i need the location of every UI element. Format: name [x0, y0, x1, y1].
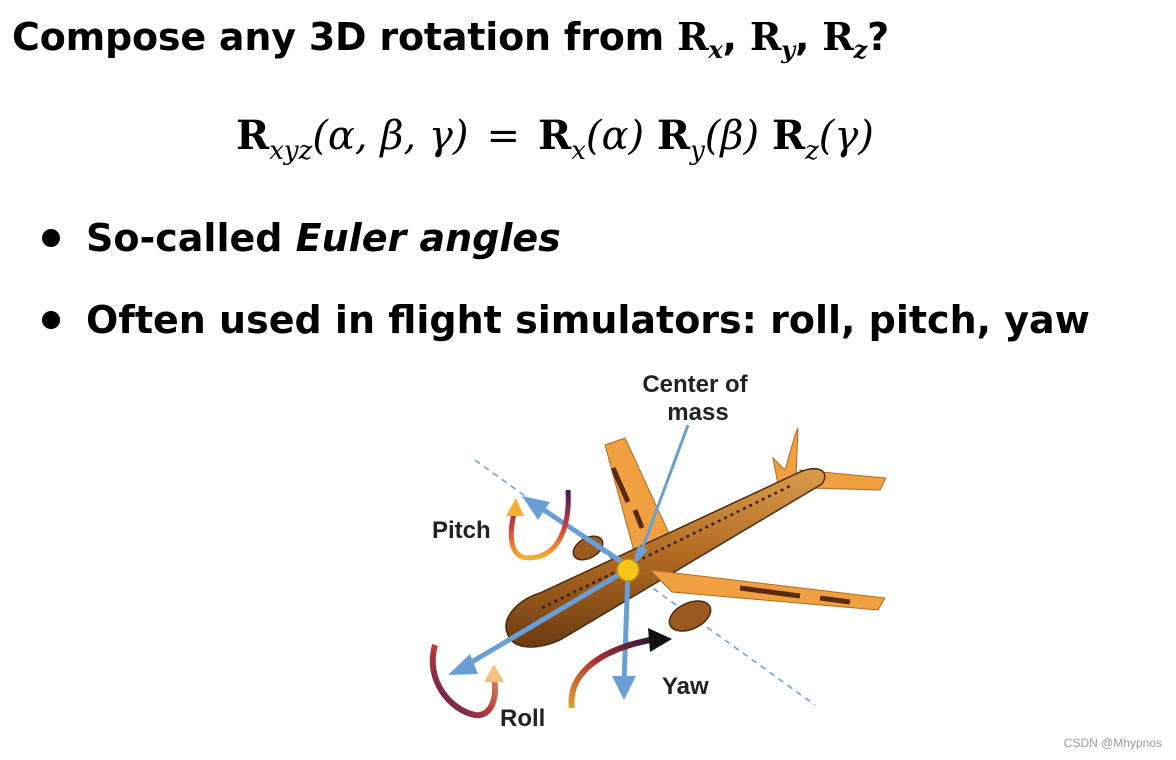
euler-equation: Rxyz(α, β, γ) = Rx(α) Ry(β) Rz(γ): [236, 112, 874, 166]
eq-lhs-sub: xyz: [269, 136, 313, 166]
bullet-item: Often used in flight simulators: roll, p…: [42, 290, 1090, 350]
eq-rx-sub: x: [571, 136, 586, 166]
roll-rotation-arrowhead: [484, 664, 504, 682]
title-prefix: Compose any 3D rotation from: [12, 15, 678, 59]
wing-stripe: [739, 585, 801, 599]
roll-rotation-arrow: [429, 644, 498, 719]
eq-rx-arg: (α): [585, 113, 645, 159]
center-of-mass-marker: [616, 558, 640, 582]
title-suffix: ?: [867, 15, 889, 59]
bullet-text: So-called: [86, 216, 296, 260]
title-ry-symbol: R: [749, 14, 782, 59]
title-rx-symbol: R: [677, 14, 709, 59]
label-pitch: Pitch: [432, 517, 491, 544]
wing-stripe: [632, 509, 645, 529]
bullet-emphasis: Euler angles: [295, 216, 561, 260]
yaw-arrowhead: [612, 676, 636, 700]
fuselage: [505, 468, 826, 648]
eq-equals: =: [486, 113, 520, 159]
eq-rz-symbol: R: [771, 112, 806, 159]
eq-lhs-args: (α, β, γ): [312, 113, 469, 159]
pitch-arrowhead: [522, 496, 550, 520]
title-comma-1: ,: [722, 15, 750, 59]
label-center-of-mass-line2: mass: [667, 399, 728, 426]
eq-lhs-symbol: R: [236, 112, 270, 159]
eq-ry-arg: (β): [704, 113, 760, 159]
bullet-dot: [42, 310, 60, 329]
wing-stripe: [610, 466, 631, 504]
eq-ry-sub: y: [690, 136, 705, 166]
eq-ry-symbol: R: [656, 112, 691, 159]
airplane-diagram: Center of mass Pitch Roll Yaw: [429, 371, 887, 732]
airplane-figure: Center of mass Pitch Roll Yaw: [410, 360, 910, 740]
title-rz-sub: z: [853, 35, 868, 64]
yaw-rotation-arrow: [568, 637, 651, 709]
eq-rx-symbol: R: [537, 112, 572, 159]
eq-rz-sub: z: [805, 136, 819, 166]
pitch-rotation-arrowhead: [506, 498, 524, 516]
label-roll: Roll: [500, 705, 545, 732]
label-center-of-mass-line1: Center of: [642, 371, 748, 398]
watermark: CSDN @Mhypnos: [1063, 736, 1162, 750]
roll-axis-arrow: [463, 571, 622, 669]
center-of-mass-pointer: [638, 424, 690, 556]
bullet-list: So-called Euler angles Often used in fli…: [42, 208, 1090, 372]
near-engine: [668, 600, 712, 632]
yaw-axis-arrow: [621, 571, 631, 683]
bullet-text: Often used in flight simulators: roll, p…: [86, 298, 1090, 342]
title-rz-symbol: R: [822, 14, 854, 59]
slide-title: Compose any 3D rotation from Rx, Ry, Rz?: [12, 14, 889, 64]
title-ry-sub: y: [781, 35, 795, 64]
label-yaw: Yaw: [662, 673, 709, 700]
title-rx-sub: x: [708, 35, 723, 64]
title-comma-2: ,: [794, 15, 823, 59]
bullet-dot: [42, 228, 60, 247]
bullet-item: So-called Euler angles: [42, 208, 1090, 268]
pitch-rotation-arrow: [508, 489, 571, 561]
roll-arrowhead: [448, 654, 478, 675]
yaw-rotation-arrowhead: [648, 628, 672, 652]
pitch-axis-arrow: [536, 503, 630, 569]
eq-rz-arg: (γ): [818, 113, 874, 159]
wing-stripe: [819, 595, 851, 605]
